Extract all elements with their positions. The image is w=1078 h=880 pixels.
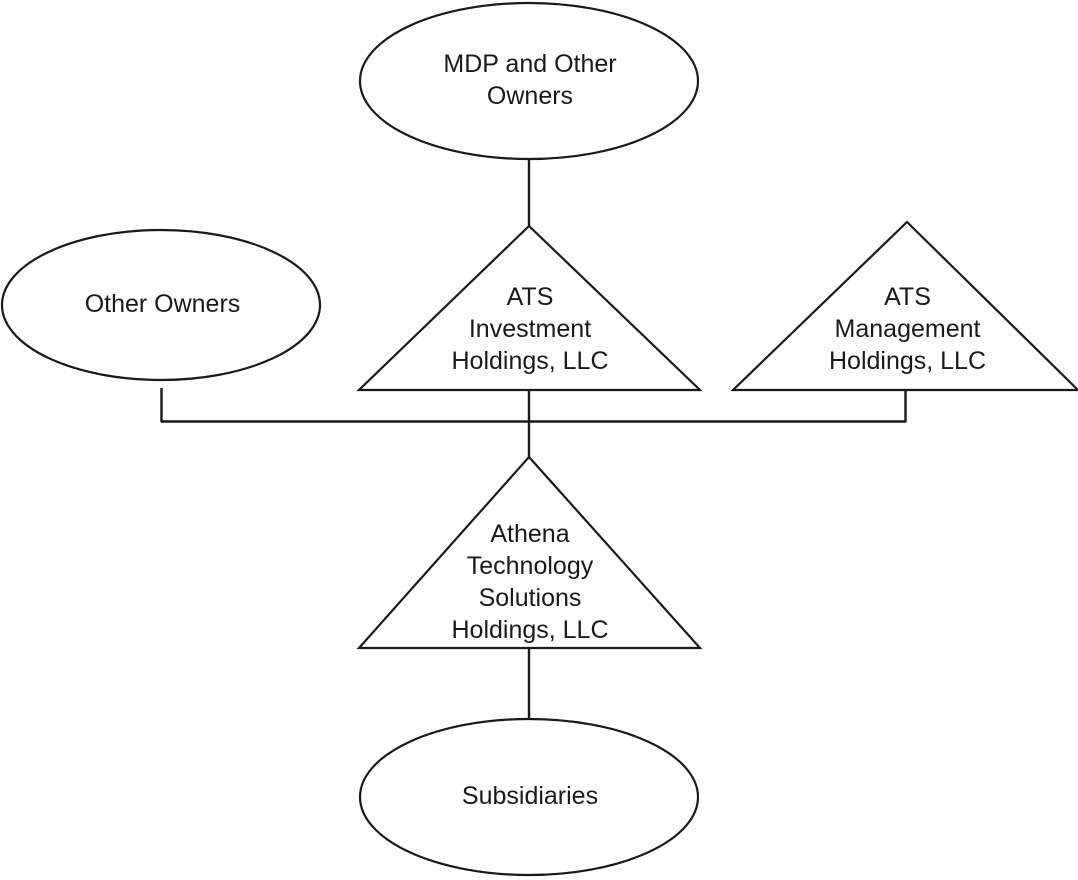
node-subsidiaries[interactable] xyxy=(358,717,700,877)
node-athena-technology-solutions-holdings[interactable] xyxy=(356,455,703,650)
node-ats-investment-holdings[interactable] xyxy=(356,224,703,392)
node-other-owners[interactable] xyxy=(0,228,322,382)
node-mdp-and-other-owners[interactable] xyxy=(358,1,700,161)
node-ats-management-holdings[interactable] xyxy=(730,220,1078,392)
